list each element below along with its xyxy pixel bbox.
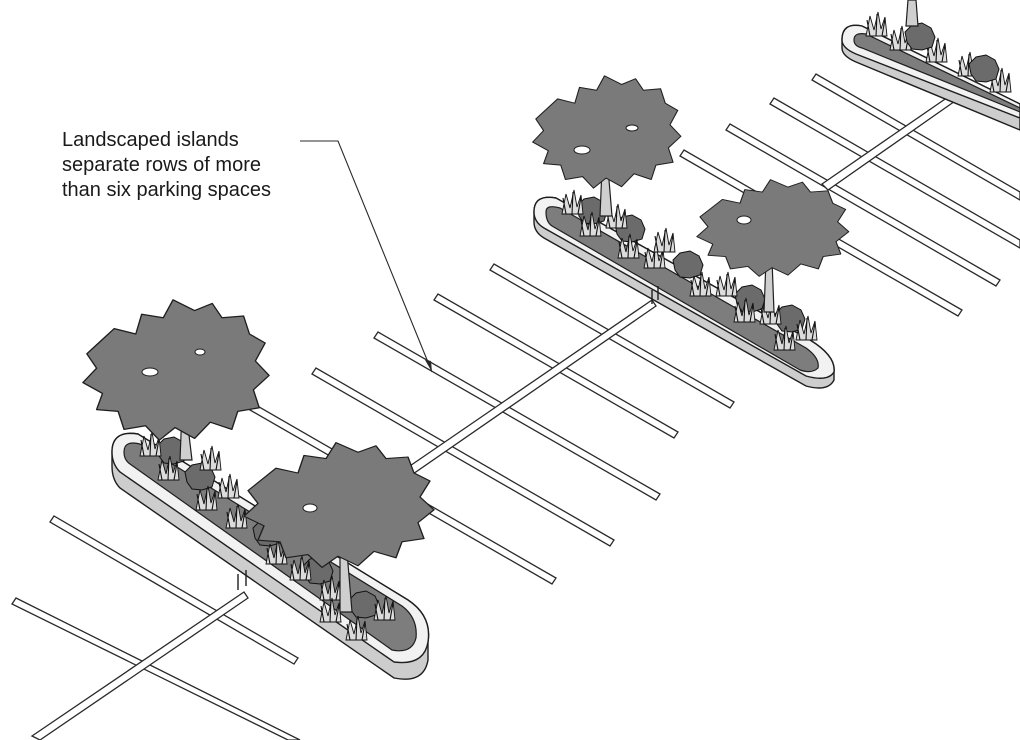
parking-stripes-cross — [30, 85, 969, 740]
tree-icon — [905, 0, 919, 27]
callout-arrowhead-icon — [425, 360, 432, 372]
tree-icon — [696, 179, 850, 313]
island-back — [841, 0, 1020, 131]
tree-icon — [243, 441, 435, 613]
callout-leader-line — [300, 140, 433, 373]
callout-annotation: Landscaped islands separate rows of more… — [62, 129, 272, 201]
island-middle — [532, 75, 850, 389]
island-front — [82, 299, 435, 680]
tree-icon — [82, 299, 270, 461]
tree-icon — [532, 75, 682, 217]
